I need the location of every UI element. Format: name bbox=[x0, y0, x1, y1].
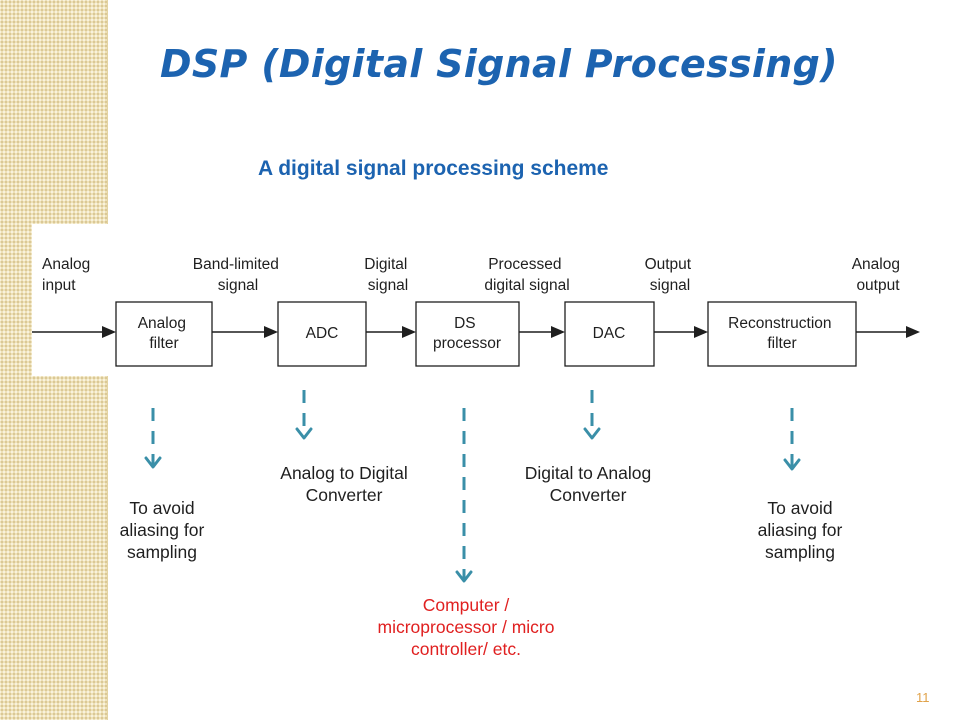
note-dac: Digital to Analog Converter bbox=[524, 463, 652, 505]
signal-label-output: Output signal bbox=[645, 256, 696, 294]
dashed-arrowhead-dac bbox=[583, 427, 601, 440]
block-diagram-svg: Analog filter ADC DS processor DAC Recon… bbox=[32, 256, 920, 367]
slide-subtitle: A digital signal processing scheme bbox=[258, 157, 609, 180]
block-adc bbox=[277, 301, 367, 367]
note-analog-filter: To avoid aliasing for sampling bbox=[119, 498, 205, 562]
signal-label-analog-output: Analog output bbox=[852, 256, 905, 294]
note-processor: Computer / microprocessor / micro contro… bbox=[377, 595, 555, 659]
note-adc: Analog to Digital Converter bbox=[280, 463, 408, 505]
block-dac-label: DAC bbox=[593, 325, 626, 342]
signal-label-processed: Processed digital signal bbox=[484, 256, 569, 294]
dashed-arrowhead-reconstruction bbox=[783, 458, 801, 471]
arrowhead-output bbox=[906, 326, 920, 338]
block-reconstruction-filter-label: Reconstruction filter bbox=[728, 315, 836, 352]
dashed-arrowhead-adc bbox=[295, 427, 313, 440]
dashed-arrowhead-processor bbox=[455, 570, 473, 583]
dsp-block-diagram: Analog filter ADC DS processor DAC Recon… bbox=[32, 224, 960, 376]
arrowhead-dac-reconstruction bbox=[694, 326, 708, 338]
block-ds-processor bbox=[415, 301, 520, 367]
arrowhead-filter-adc bbox=[264, 326, 278, 338]
block-analog-filter bbox=[115, 301, 213, 367]
slide-title: DSP (Digital Signal Processing) bbox=[160, 42, 838, 86]
block-reconstruction-filter bbox=[707, 301, 857, 367]
arrowhead-processor-dac bbox=[551, 326, 565, 338]
note-reconstruction: To avoid aliasing for sampling bbox=[757, 498, 843, 562]
block-adc-label: ADC bbox=[306, 325, 339, 342]
block-analog-filter-label: Analog filter bbox=[138, 315, 191, 352]
signal-label-digital: Digital signal bbox=[364, 256, 411, 294]
signal-label-band-limited: Band-limited signal bbox=[193, 256, 283, 294]
block-dac bbox=[564, 301, 655, 367]
block-ds-processor-label: DS processor bbox=[433, 315, 501, 352]
signal-label-analog-input: Analog input bbox=[42, 256, 95, 294]
arrowhead-input bbox=[102, 326, 116, 338]
dashed-arrowhead-analog-filter bbox=[144, 456, 162, 469]
page-number: 11 bbox=[916, 690, 930, 705]
arrowhead-adc-processor bbox=[402, 326, 416, 338]
